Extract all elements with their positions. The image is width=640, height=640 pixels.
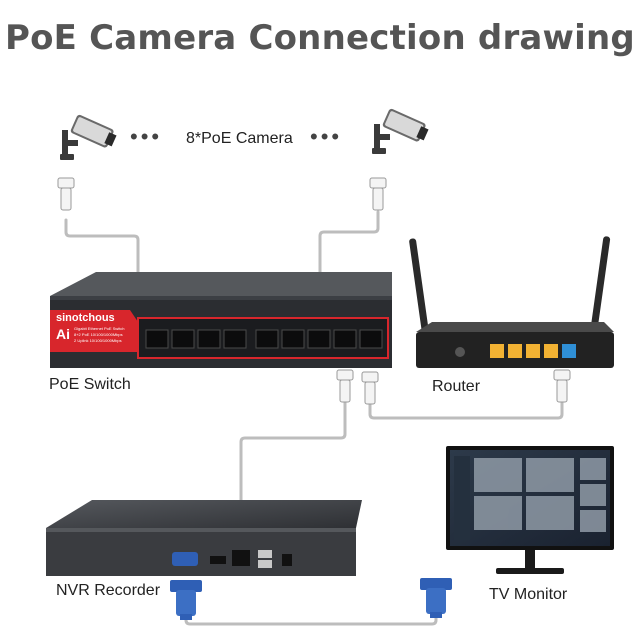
monitor-device xyxy=(446,446,614,574)
nvr-device xyxy=(46,500,362,576)
rj45-switch-out-a xyxy=(336,369,354,403)
cables xyxy=(64,210,564,626)
switch-model-line1: Gigabit Ethernet PoE Switch xyxy=(74,326,125,331)
switch-ports xyxy=(145,329,383,349)
monitor-camera-views xyxy=(474,458,606,532)
switch-model-line3: 2 Uplink 10/100/1000Mbps xyxy=(74,338,122,343)
rj45-switch-out-b xyxy=(361,371,379,405)
switch-series: Ai xyxy=(56,326,70,342)
vga-connector-nvr xyxy=(170,580,202,620)
cable-camera-left xyxy=(64,218,140,302)
switch-model-line2: 8+2 PoE 10/100/1000Mbps xyxy=(74,332,123,337)
camera-caption: 8*PoE Camera xyxy=(186,130,293,147)
cable-camera-right xyxy=(318,210,380,302)
router-lan-ports xyxy=(490,344,558,358)
label-poe-switch: PoE Switch xyxy=(49,376,131,393)
diagram-title: PoE Camera Connection drawing xyxy=(5,18,635,58)
label-nvr: NVR Recorder xyxy=(56,582,161,599)
vga-connectors xyxy=(170,578,452,620)
poe-switch-device xyxy=(50,272,392,368)
cable-switch-router xyxy=(368,396,564,420)
camera-dots-right: ••• xyxy=(310,124,343,149)
camera-left-icon xyxy=(60,114,117,160)
camera-dots-left: ••• xyxy=(130,124,163,149)
label-router: Router xyxy=(432,378,481,395)
rj45-router xyxy=(553,369,571,403)
rj45-camera-left xyxy=(57,177,75,211)
camera-right-icon xyxy=(372,108,429,154)
switch-brand: sinotchous xyxy=(56,312,115,324)
cable-vga xyxy=(184,608,438,626)
vga-connector-monitor xyxy=(420,578,452,618)
rj45-camera-right xyxy=(369,177,387,211)
router-wan-port xyxy=(562,344,576,358)
cable-switch-nvr xyxy=(239,398,347,532)
router-device xyxy=(409,236,614,368)
label-monitor: TV Monitor xyxy=(489,586,568,603)
